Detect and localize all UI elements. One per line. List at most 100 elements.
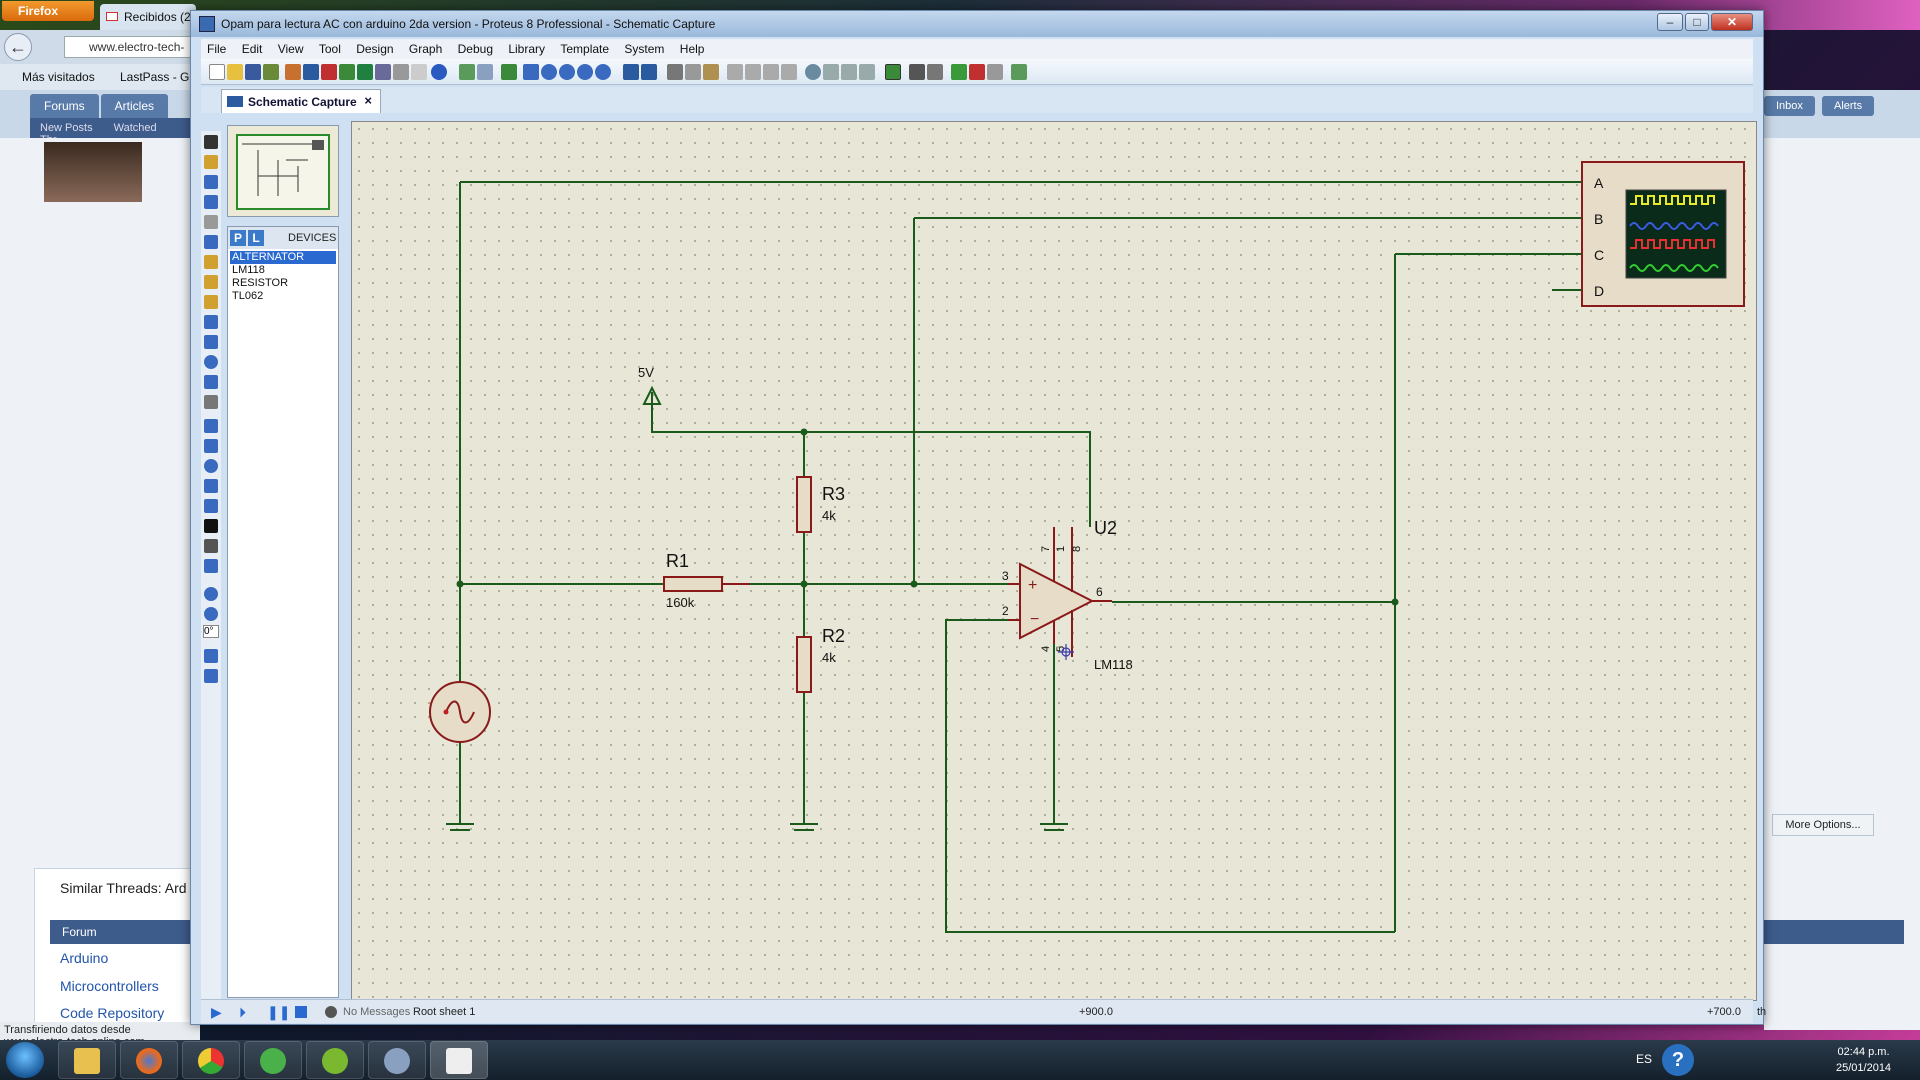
- taskbar-app[interactable]: [368, 1041, 426, 1079]
- wire-feedback[interactable]: [945, 619, 1395, 933]
- tab-alerts[interactable]: Alerts: [1822, 96, 1875, 116]
- menu-library[interactable]: Library: [508, 42, 546, 56]
- schematic-canvas[interactable]: 5V R1 160k R3 4k R2 4k: [351, 121, 1757, 1001]
- junction-dot-icon[interactable]: [204, 175, 218, 189]
- language-indicator[interactable]: ES: [1636, 1052, 1653, 1066]
- menu-debug[interactable]: Debug: [457, 42, 493, 56]
- library-manager-button[interactable]: L: [248, 230, 264, 246]
- resistor-r2[interactable]: R2 4k: [796, 626, 845, 693]
- pause-icon[interactable]: ❚❚: [267, 1004, 291, 1020]
- start-button[interactable]: [6, 1042, 44, 1078]
- overview-viewport[interactable]: [236, 134, 330, 210]
- forum-link-arduino[interactable]: Arduino: [60, 950, 109, 966]
- tab-articles[interactable]: Articles: [100, 94, 169, 118]
- bom-icon[interactable]: [393, 64, 409, 80]
- new-sheet-icon[interactable]: [951, 64, 967, 80]
- taskbar-spotify[interactable]: [306, 1041, 364, 1079]
- minimize-button[interactable]: –: [1657, 13, 1683, 31]
- remove-sheet-icon[interactable]: [969, 64, 985, 80]
- tab-schematic-capture[interactable]: Schematic Capture ×: [221, 89, 381, 113]
- pcb-icon[interactable]: [321, 64, 337, 80]
- rotate-anticlockwise-icon[interactable]: [204, 607, 218, 621]
- generator-mode-icon[interactable]: [204, 355, 218, 369]
- packaging-tool-icon[interactable]: [841, 64, 857, 80]
- block-move-icon[interactable]: [745, 64, 761, 80]
- text-script-icon[interactable]: [204, 215, 218, 229]
- menu-system[interactable]: System: [624, 42, 665, 56]
- device-item-lm118[interactable]: LM118: [232, 264, 265, 276]
- box-icon[interactable]: [204, 439, 218, 453]
- ground-symbol-r2[interactable]: [790, 823, 818, 831]
- menu-graph[interactable]: Graph: [408, 42, 443, 56]
- resistor-r3[interactable]: R3 4k: [796, 476, 845, 533]
- taskbar-proteus[interactable]: [430, 1041, 488, 1079]
- marker-icon[interactable]: [204, 559, 218, 573]
- block-rotate-icon[interactable]: [763, 64, 779, 80]
- ground-symbol-alternator[interactable]: [446, 823, 474, 831]
- refresh-icon[interactable]: [459, 64, 475, 80]
- stop-icon[interactable]: [295, 1006, 307, 1018]
- rotate-clockwise-icon[interactable]: [204, 587, 218, 601]
- terminals-icon[interactable]: [204, 275, 218, 289]
- property-assignment-icon[interactable]: [927, 64, 943, 80]
- zoom-in-icon[interactable]: [541, 64, 557, 80]
- circle-icon[interactable]: [204, 459, 218, 473]
- maximize-button[interactable]: □: [1685, 13, 1709, 31]
- gerber-icon[interactable]: [339, 64, 355, 80]
- schematic-icon[interactable]: [303, 64, 319, 80]
- symbol-icon[interactable]: [204, 539, 218, 553]
- wire-5v-rail[interactable]: [651, 392, 1091, 527]
- exit-to-parent-icon[interactable]: [987, 64, 1003, 80]
- help-tray-icon[interactable]: ?: [1662, 1044, 1694, 1076]
- mirror-x-icon[interactable]: [204, 649, 218, 663]
- block-copy-icon[interactable]: [727, 64, 743, 80]
- undo-icon[interactable]: [623, 64, 639, 80]
- message-status[interactable]: No Messages: [343, 1006, 411, 1018]
- device-item-alternator[interactable]: ALTERNATOR: [230, 251, 336, 264]
- virtual-instruments-icon[interactable]: [204, 395, 218, 409]
- import-icon[interactable]: [263, 64, 279, 80]
- component-mode-icon[interactable]: [204, 155, 218, 169]
- menu-edit[interactable]: Edit: [241, 42, 263, 56]
- arc-icon[interactable]: [204, 479, 218, 493]
- back-arrow-icon[interactable]: ←: [4, 33, 32, 61]
- opamp-u2[interactable]: + − 3 2 6 7 1 8 4 5 U2 LM118: [1002, 518, 1133, 672]
- selection-mode-icon[interactable]: [204, 135, 218, 149]
- electrical-rule-check-icon[interactable]: [1011, 64, 1027, 80]
- source-code-icon[interactable]: [411, 64, 427, 80]
- browser-tab[interactable]: Recibidos (2: [100, 4, 196, 30]
- pick-device-icon[interactable]: [805, 64, 821, 80]
- decompose-icon[interactable]: [859, 64, 875, 80]
- device-item-resistor[interactable]: RESISTOR: [232, 277, 289, 289]
- link-new-posts[interactable]: New Posts: [40, 122, 93, 134]
- zoom-all-icon[interactable]: [577, 64, 593, 80]
- tab-forums[interactable]: Forums: [30, 94, 99, 118]
- grid-icon[interactable]: [477, 64, 493, 80]
- mirror-y-icon[interactable]: [204, 669, 218, 683]
- search-tag-icon[interactable]: [909, 64, 925, 80]
- wire-autorouter-icon[interactable]: [885, 64, 901, 80]
- paste-icon[interactable]: [703, 64, 719, 80]
- power-terminal-5v[interactable]: 5V: [638, 365, 662, 405]
- play-icon[interactable]: ▶: [211, 1004, 222, 1020]
- wire-label-icon[interactable]: [204, 195, 218, 209]
- tape-recorder-icon[interactable]: [204, 335, 218, 349]
- menu-template[interactable]: Template: [560, 42, 610, 56]
- cut-icon[interactable]: [667, 64, 683, 80]
- help-icon[interactable]: [431, 64, 447, 80]
- alternator-source[interactable]: [429, 681, 491, 743]
- pan-icon[interactable]: [523, 64, 539, 80]
- more-options-button[interactable]: More Options...: [1772, 814, 1874, 836]
- firefox-menu-button[interactable]: Firefox: [2, 1, 94, 21]
- text-icon[interactable]: [204, 519, 218, 533]
- ground-symbol-opamp[interactable]: [1040, 823, 1068, 831]
- pick-devices-button[interactable]: P: [230, 230, 246, 246]
- forum-link-code-repository[interactable]: Code Repository: [60, 1005, 165, 1021]
- open-folder-icon[interactable]: [227, 64, 243, 80]
- bookmark-most-visited[interactable]: Más visitados: [22, 70, 95, 84]
- subcircuit-icon[interactable]: [204, 255, 218, 269]
- line-icon[interactable]: [204, 419, 218, 433]
- zoom-out-icon[interactable]: [559, 64, 575, 80]
- overview-window[interactable]: [227, 125, 339, 217]
- device-item-tl062[interactable]: TL062: [232, 290, 264, 302]
